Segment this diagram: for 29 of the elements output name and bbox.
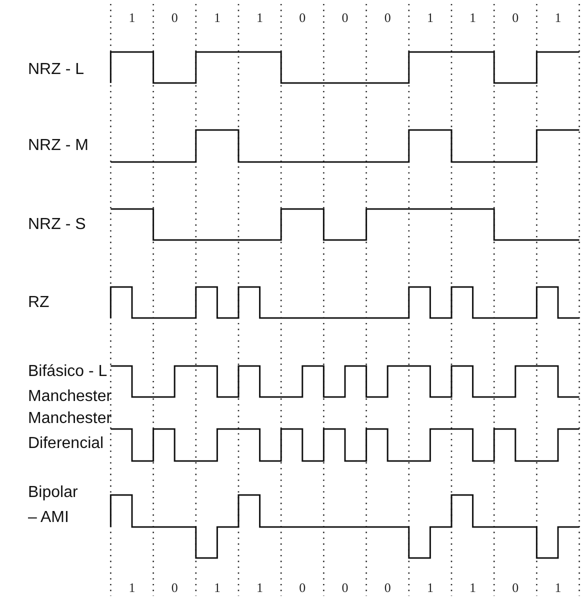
bit-value: 0 — [298, 581, 307, 595]
bit-value: 1 — [554, 11, 562, 25]
bit-value: 0 — [298, 11, 307, 25]
bit-value: 0 — [170, 11, 179, 25]
bit-value: 1 — [128, 581, 136, 595]
bit-value: 1 — [468, 11, 478, 25]
encoding-label: NRZ - M — [28, 136, 90, 156]
bit-value: 1 — [554, 581, 562, 595]
bit-value: 1 — [256, 11, 264, 25]
encoding-label: Manchester Diferencial — [28, 409, 113, 454]
encoding-label: NRZ - S — [28, 215, 87, 235]
encoding-label: NRZ - L — [28, 60, 85, 80]
bit-value: 1 — [212, 11, 222, 25]
encoding-label: Bifásico - L Manchester — [28, 362, 113, 407]
bit-value: 1 — [128, 11, 136, 25]
encoding-label: RZ — [28, 293, 50, 313]
bit-value: 0 — [383, 581, 392, 595]
bit-value: 1 — [256, 581, 264, 595]
bit-value: 0 — [170, 581, 179, 595]
bit-value: 1 — [426, 581, 434, 595]
bit-value: 1 — [426, 11, 434, 25]
bit-value: 0 — [340, 11, 350, 25]
bit-value: 1 — [468, 581, 478, 595]
bit-value: 0 — [511, 11, 520, 25]
bit-value: 0 — [383, 11, 392, 25]
bit-value: 0 — [340, 581, 350, 595]
bit-value: 1 — [212, 581, 222, 595]
encoding-label: Bipolar – AMI — [28, 483, 79, 528]
bit-value: 0 — [511, 581, 520, 595]
